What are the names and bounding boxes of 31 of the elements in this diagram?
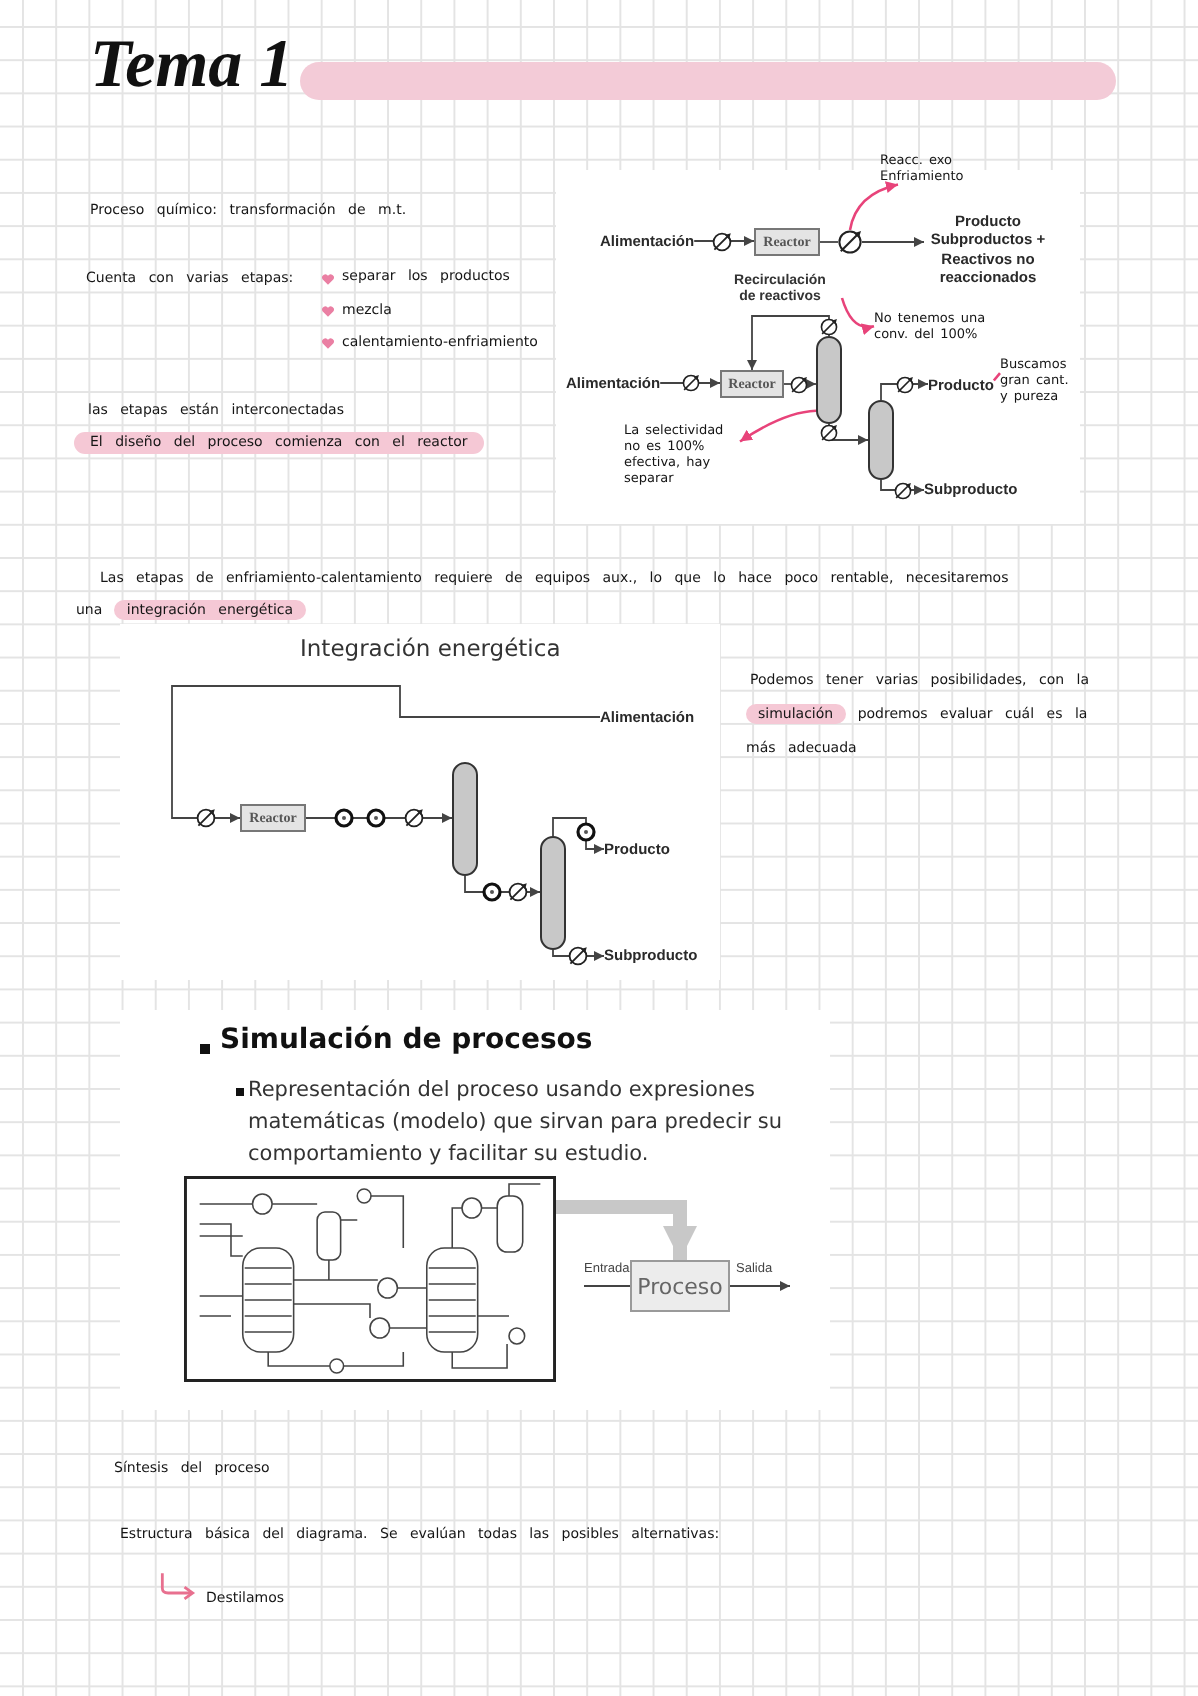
distillation-column — [540, 836, 566, 950]
pointer-arrow — [739, 409, 817, 443]
arrow — [880, 479, 925, 495]
slide-text: Representación del proceso usando expresiones matemáticas (modelo) que sirvan para predecir su comportamiento y facilitar su estudio. — [248, 1076, 785, 1170]
arrow — [693, 236, 755, 246]
arrow — [552, 817, 605, 854]
heat-exchanger-symbol — [838, 230, 862, 254]
connector-line — [583, 1285, 631, 1287]
connector-line — [819, 241, 839, 243]
distillation-column — [868, 400, 894, 480]
distillation-column — [816, 336, 842, 424]
arrow — [464, 875, 541, 897]
process-box: Proceso — [630, 1260, 730, 1312]
pointer-arrow — [840, 297, 875, 335]
arrow — [828, 423, 869, 445]
figure-title: Integración energética — [300, 634, 561, 662]
arrow — [861, 237, 925, 247]
arrow — [171, 685, 601, 823]
process-flowsheet-picture — [184, 1176, 556, 1382]
slide-heading: Simulación de procesos — [220, 1024, 593, 1056]
arrow — [783, 379, 817, 389]
distillation-column — [452, 762, 478, 876]
page-title: Tema 1 — [90, 28, 294, 104]
arrow — [305, 813, 453, 823]
arrow — [659, 378, 721, 388]
arrow — [729, 1281, 791, 1291]
pointer-arrow — [848, 181, 899, 231]
arrow — [880, 379, 929, 401]
arrow — [747, 315, 830, 371]
block-arrow — [556, 1199, 697, 1260]
arrow — [552, 949, 605, 961]
